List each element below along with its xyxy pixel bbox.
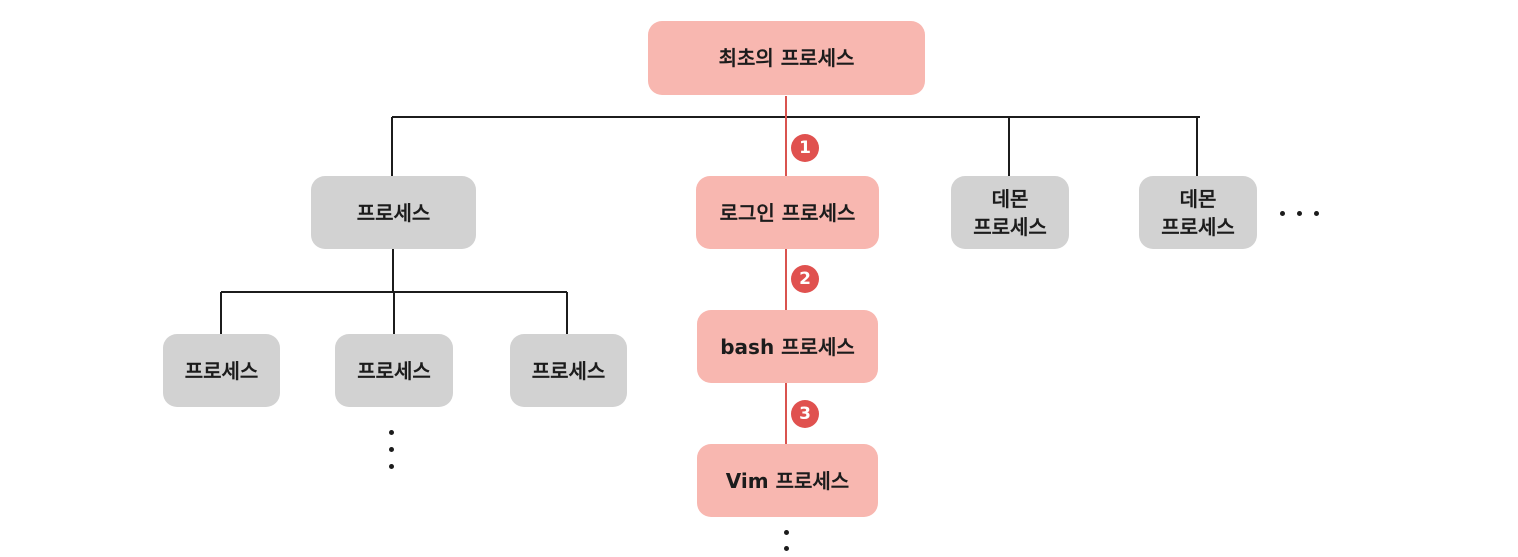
ellipsis-dot — [389, 430, 394, 435]
child-process-node-1: 프로세스 — [163, 334, 280, 407]
process-node: 프로세스 — [311, 176, 476, 249]
ellipsis-dot — [1297, 211, 1302, 216]
daemon-label-line2: 프로세스 — [1161, 214, 1235, 239]
ellipsis-dot — [389, 447, 394, 452]
bash-process-label: bash 프로세스 — [720, 334, 855, 359]
login-process-label: 로그인 프로세스 — [719, 200, 856, 225]
daemon-label-line2: 프로세스 — [973, 214, 1047, 239]
step-badge-2: 2 — [791, 265, 819, 293]
daemon-process-node-1: 데몬 프로세스 — [951, 176, 1069, 249]
daemon-label-line1: 데몬 — [991, 186, 1029, 211]
ellipsis-dot — [784, 546, 789, 551]
child-process-node-3: 프로세스 — [510, 334, 627, 407]
child-process-label: 프로세스 — [357, 358, 431, 383]
daemon-process-node-2: 데몬 프로세스 — [1139, 176, 1257, 249]
child-process-label: 프로세스 — [184, 358, 259, 383]
step-badge-3: 3 — [791, 400, 819, 428]
daemon-label-line1: 데몬 — [1179, 186, 1217, 211]
child-process-node-2: 프로세스 — [335, 334, 453, 407]
ellipsis-dot — [1314, 211, 1319, 216]
vim-process-node: Vim 프로세스 — [697, 444, 878, 517]
vim-process-label: Vim 프로세스 — [725, 468, 850, 493]
process-label: 프로세스 — [356, 200, 431, 225]
ellipsis-dot — [784, 530, 789, 535]
step-badge-1: 1 — [791, 134, 819, 162]
login-process-node: 로그인 프로세스 — [696, 176, 879, 249]
ellipsis-dot — [1280, 211, 1285, 216]
bash-process-node: bash 프로세스 — [697, 310, 878, 383]
ellipsis-dot — [389, 464, 394, 469]
root-process-label: 최초의 프로세스 — [718, 46, 855, 70]
root-process-node: 최초의 프로세스 — [648, 21, 925, 95]
child-process-label: 프로세스 — [531, 358, 606, 383]
